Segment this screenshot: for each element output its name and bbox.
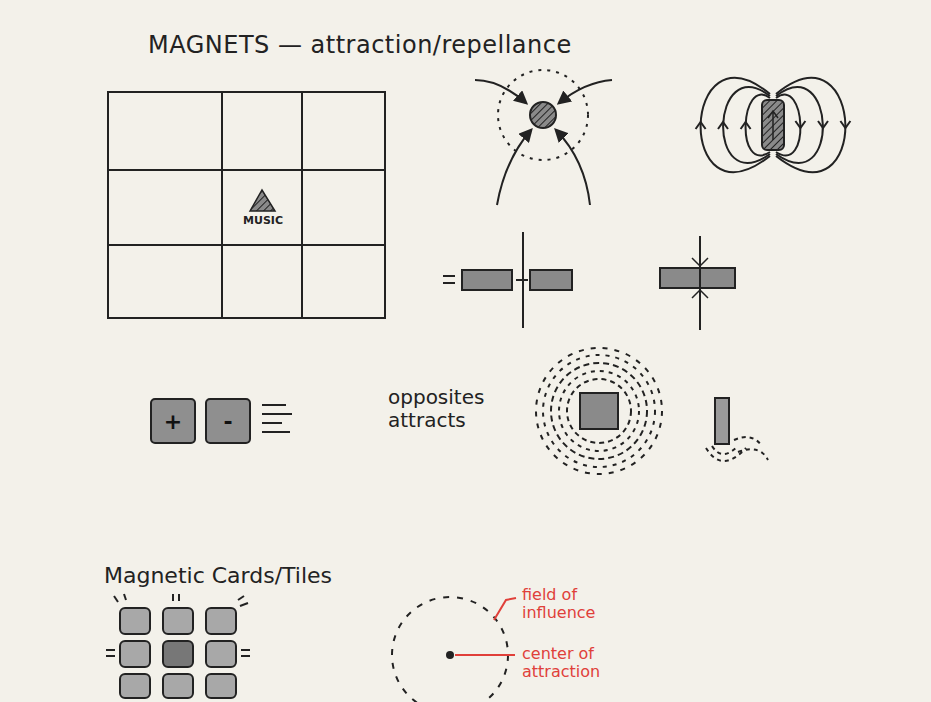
magnet-tile: -: [205, 398, 251, 444]
layout-grid: [108, 92, 385, 318]
attraction-figure: [475, 70, 612, 205]
bar-magnet-field: [696, 78, 851, 172]
field-of-influence: [392, 597, 516, 702]
tile-sign: +: [164, 409, 182, 434]
annotation-label: field of influence: [522, 586, 618, 623]
tile-sign: -: [223, 409, 232, 434]
music-triangle: [250, 190, 275, 211]
music-label: MUSIC: [236, 215, 290, 228]
section-heading: Magnetic Cards/Tiles: [104, 563, 404, 588]
magnet-tile: +: [150, 398, 196, 444]
note-label: opposites attracts: [388, 386, 500, 432]
annotation-label: center of attraction: [522, 645, 632, 682]
magnetic-tiles: [106, 594, 250, 698]
iron-filings: [536, 348, 768, 474]
bar-magnets: [443, 232, 735, 330]
page-title: MAGNETS — attraction/repellance: [148, 32, 572, 60]
attraction-lines: [262, 405, 292, 432]
